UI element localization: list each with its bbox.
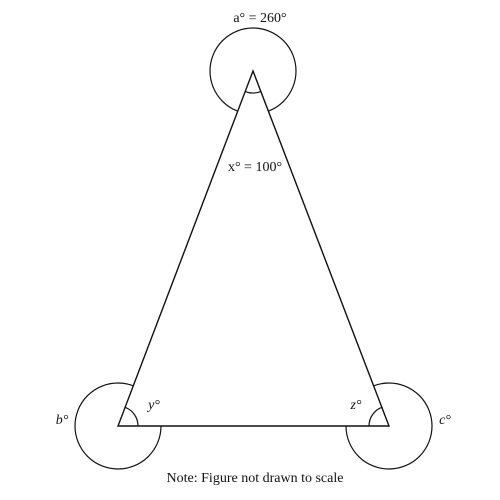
figure-note: Note: Figure not drawn to scale [166, 471, 344, 486]
angle-a-label: a° = 260° [233, 11, 286, 26]
angle-y-arc [124, 406, 139, 427]
angle-x-label: x° = 100° [228, 160, 282, 175]
angle-c-label: c° [439, 413, 451, 428]
angle-y-label: y° [146, 398, 160, 413]
triangle-fill [118, 71, 389, 426]
triangle-outline [116, 69, 391, 427]
angle-z-arc [368, 406, 383, 427]
angle-b-label: b° [56, 413, 69, 428]
angle-z-label: z° [349, 398, 361, 413]
